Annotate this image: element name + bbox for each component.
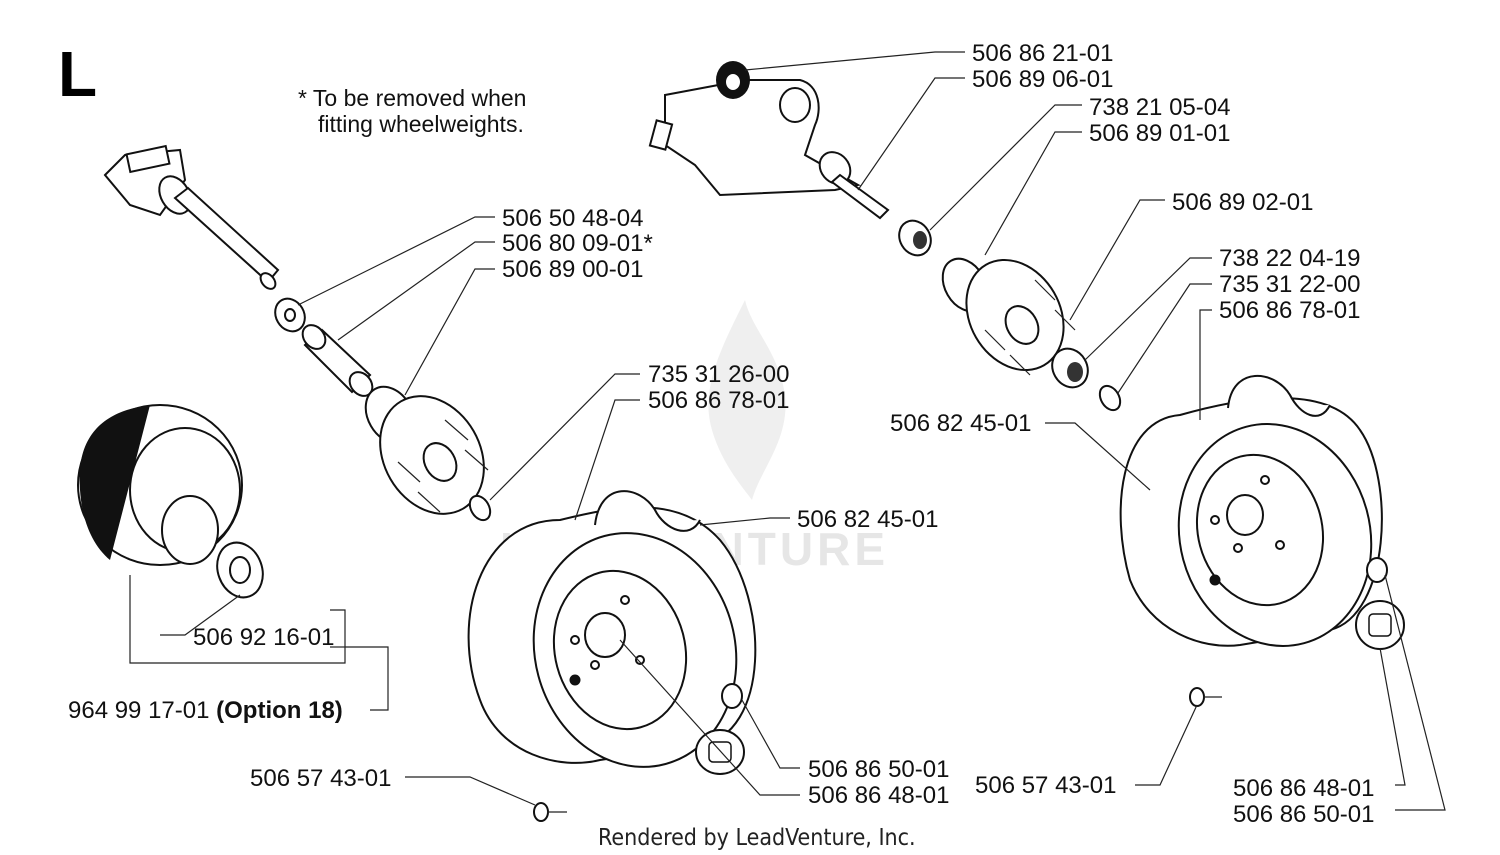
note-line-2: fitting wheelweights.	[318, 111, 524, 137]
label-506-86-48-01-right: 506 86 48-01	[1233, 775, 1374, 802]
section-letter: L	[58, 38, 97, 110]
label-735-31-26-00: 735 31 26-00	[648, 361, 789, 388]
label-506-57-43-01-right: 506 57 43-01	[975, 772, 1116, 799]
right-nut	[1366, 557, 1388, 583]
label-506-82-45-01-left: 506 82 45-01	[797, 506, 938, 533]
label-506-50-48-04: 506 50 48-04	[502, 205, 643, 232]
label-738-22-04-19: 738 22 04-19	[1219, 245, 1360, 272]
label-506-57-43-01-left: 506 57 43-01	[250, 765, 391, 792]
credit-text: Rendered by LeadVenture, Inc.	[598, 825, 916, 851]
left-hub-cap	[695, 729, 745, 775]
right-clip	[1098, 384, 1122, 412]
left-valve	[533, 802, 567, 822]
right-axle-bracket	[648, 79, 890, 220]
label-506-86-48-01-left: 506 86 48-01	[808, 782, 949, 809]
leader-lines	[129, 51, 1446, 811]
left-washer	[274, 297, 306, 333]
right-hub-cap	[1355, 600, 1405, 650]
part-labels: 506 86 21-01 506 89 06-01 738 21 05-04 5…	[68, 40, 1374, 828]
label-506-86-21-01: 506 86 21-01	[972, 40, 1113, 67]
left-axle	[103, 144, 280, 290]
right-valve	[1189, 687, 1222, 707]
left-clip	[468, 494, 492, 522]
left-bearing	[216, 541, 264, 599]
label-506-92-16-01: 506 92 16-01	[193, 624, 334, 651]
right-hub	[941, 257, 1076, 376]
label-964-99-17-01: 964 99 17-01 (Option 18)	[68, 697, 343, 724]
left-hub	[364, 385, 489, 515]
label-506-86-78-01-left: 506 86 78-01	[648, 387, 789, 414]
note-line-1: * To be removed when	[298, 85, 526, 111]
label-506-89-01-01: 506 89 01-01	[1089, 120, 1230, 147]
right-axle-nut	[716, 61, 750, 99]
right-inner-bearing	[898, 219, 932, 257]
label-506-82-45-01-right: 506 82 45-01	[890, 410, 1031, 437]
label-506-89-02-01: 506 89 02-01	[1172, 189, 1313, 216]
label-506-86-50-01-left: 506 86 50-01	[808, 756, 949, 783]
left-assembly	[77, 144, 757, 822]
label-735-31-22-00: 735 31 22-00	[1219, 271, 1360, 298]
label-option-18: (Option 18)	[216, 697, 343, 724]
right-assembly	[648, 61, 1405, 707]
label-506-86-78-01-right: 506 86 78-01	[1219, 297, 1360, 324]
label-738-21-05-04: 738 21 05-04	[1089, 94, 1230, 121]
wheel-weight	[77, 404, 243, 566]
label-506-89-00-01: 506 89 00-01	[502, 256, 643, 283]
right-wheel	[1119, 374, 1383, 647]
label-506-89-06-01: 506 89 06-01	[972, 66, 1113, 93]
left-spacer	[301, 324, 374, 397]
label-506-86-50-01-right: 506 86 50-01	[1233, 801, 1374, 828]
label-506-80-09-01: 506 80 09-01*	[502, 230, 653, 257]
left-nut	[721, 683, 743, 709]
